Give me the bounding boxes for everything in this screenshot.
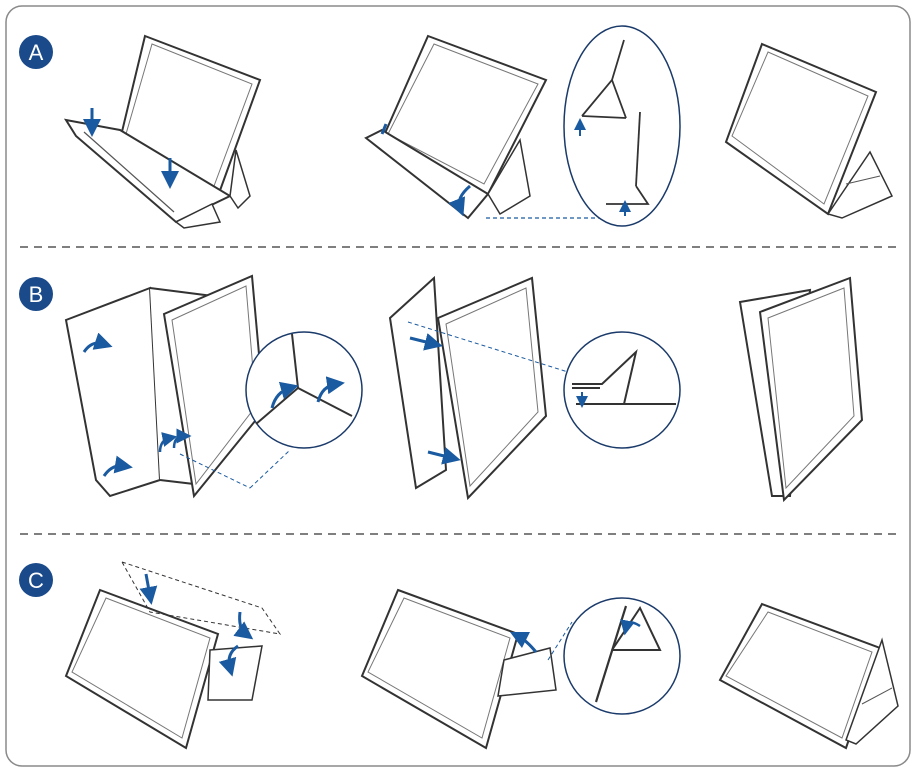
detail-callout-b1	[245, 331, 363, 449]
monitor-stand-step-2	[364, 34, 604, 220]
detail-callout-a	[563, 25, 681, 227]
section-a: A	[19, 25, 894, 229]
section-label: B	[29, 282, 44, 307]
section-label: A	[29, 40, 44, 65]
section-badge: B	[19, 277, 53, 311]
section-badge: A	[19, 35, 53, 69]
monitor-upright-step-1	[64, 274, 291, 499]
monitor-tent-step-3	[718, 602, 899, 750]
detail-callout-b2	[563, 331, 681, 449]
monitor-tent-step-2	[360, 588, 573, 750]
monitor-upright-step-2	[388, 275, 569, 501]
monitor-stand-step-3	[724, 42, 894, 219]
monitor-tent-step-1	[64, 561, 282, 750]
section-label: C	[28, 568, 44, 593]
outer-frame	[5, 5, 911, 767]
section-b: B	[19, 274, 864, 503]
monitor-stand-step-1	[63, 34, 262, 229]
section-badge: C	[19, 563, 53, 597]
section-c: C	[19, 561, 899, 750]
monitor-upright-step-3	[738, 276, 864, 503]
detail-callout-c	[563, 597, 681, 715]
